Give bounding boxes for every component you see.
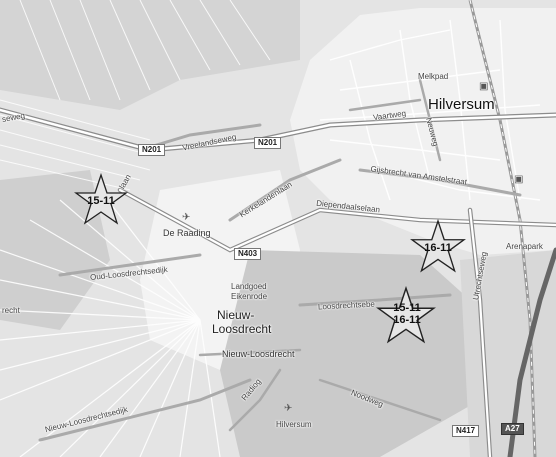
- marker-15-16-south-label-line: 15-11: [393, 302, 421, 314]
- place-label-de-raading: De Raading: [163, 228, 211, 238]
- road-shield-n417: N417: [452, 425, 480, 437]
- marker-16-11-east-label: 16-11: [424, 242, 452, 254]
- place-label-arenapark: Arenapark: [506, 242, 543, 251]
- place-label-melkpad: Melkpad: [418, 72, 449, 81]
- bus-icon: ▣: [479, 81, 489, 92]
- place-label-nieuw-loosdrecht-1: Nieuw-: [217, 308, 255, 322]
- road-shield-a27: A27: [501, 423, 524, 435]
- place-label-hilversum-airfield: Hilversum: [276, 420, 312, 429]
- marker-15-16-south-icon[interactable]: [376, 286, 436, 346]
- road-shield-n403: N403: [234, 248, 262, 260]
- road-shield-n201-a: N201: [138, 144, 166, 156]
- marker-16-11-east-icon[interactable]: [410, 219, 466, 275]
- plane-icon: ✈: [182, 212, 191, 223]
- place-label-hilversum: Hilversum: [428, 96, 495, 113]
- station-icon: ▣: [514, 174, 524, 185]
- place-label-landgoed-2: Eikenrode: [231, 292, 268, 301]
- place-label-landgoed-1: Landgoed: [231, 282, 267, 291]
- airplane-icon: ✈: [284, 403, 293, 414]
- marker-15-11-west-icon[interactable]: [74, 173, 128, 227]
- place-label-nieuw-loosdrecht-2: Loosdrecht: [212, 322, 272, 336]
- place-label-nieuw-loosdrecht-lane: Nieuw-Loosdrecht: [222, 349, 295, 359]
- marker-15-11-west-label: 15-11: [87, 195, 115, 207]
- street-label-recht: recht: [2, 306, 20, 315]
- marker-15-16-south-label-line: 16-11: [393, 313, 421, 326]
- road-shield-n201-b: N201: [254, 137, 282, 149]
